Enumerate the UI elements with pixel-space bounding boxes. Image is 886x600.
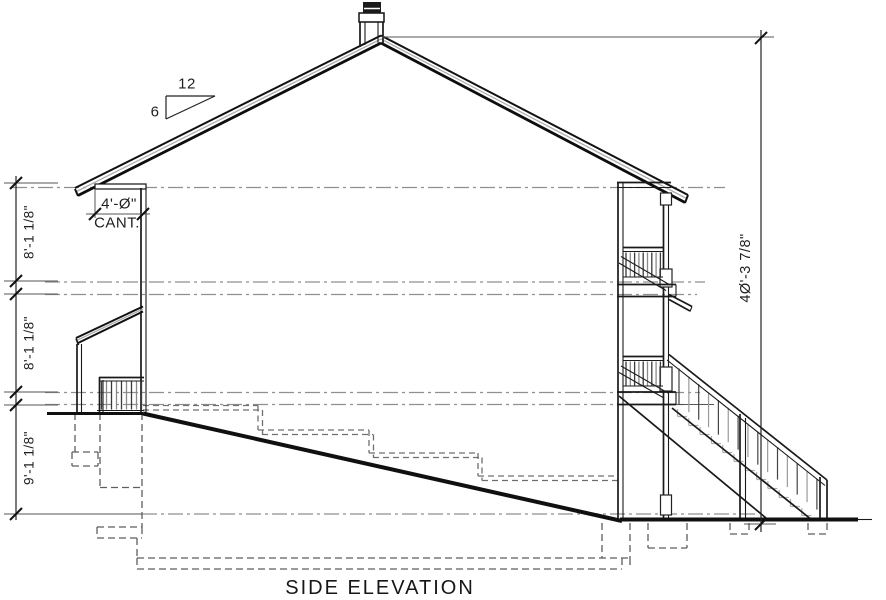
dim-left-middle: 8'-1 1/8" (21, 316, 37, 370)
deck-post (659, 192, 673, 518)
foundation-dashed-lines (71, 413, 828, 570)
cantilever-label: CANT. (94, 214, 140, 232)
roof-pitch-triangle (165, 95, 216, 120)
dim-left-lower: 9'-1 1/8" (21, 431, 37, 485)
grade-line (47, 411, 872, 523)
pitch-run-label: 12 (178, 75, 196, 93)
lower-balcony (617, 355, 714, 406)
upper-balcony-balusters (625, 252, 662, 277)
upper-balcony (617, 246, 693, 312)
right-wall (617, 181, 671, 520)
stair-balusters (678, 368, 818, 510)
chimney (358, 2, 385, 47)
floor-level-lines (12, 186, 757, 515)
dim-left-upper: 8'-1 1/8" (21, 205, 37, 259)
exterior-stair (618, 353, 828, 521)
cantilever-dimension (86, 189, 150, 221)
left-wall (94, 183, 147, 414)
pitch-rise-label: 6 (150, 103, 160, 121)
porch-balusters (100, 381, 143, 410)
gable-roof (74, 34, 689, 204)
drawing-title: SIDE ELEVATION (285, 577, 475, 599)
cantilever-dimension: 4'-Ø" (101, 195, 137, 213)
dimension-ticks (9, 31, 768, 531)
dim-right-overall: 4Ø'-3 7/8" (737, 233, 754, 303)
dimension-lines (4, 30, 776, 532)
left-porch (75, 305, 144, 413)
stepped-footing-lines (143, 404, 618, 482)
lower-balcony-balusters (625, 361, 662, 386)
